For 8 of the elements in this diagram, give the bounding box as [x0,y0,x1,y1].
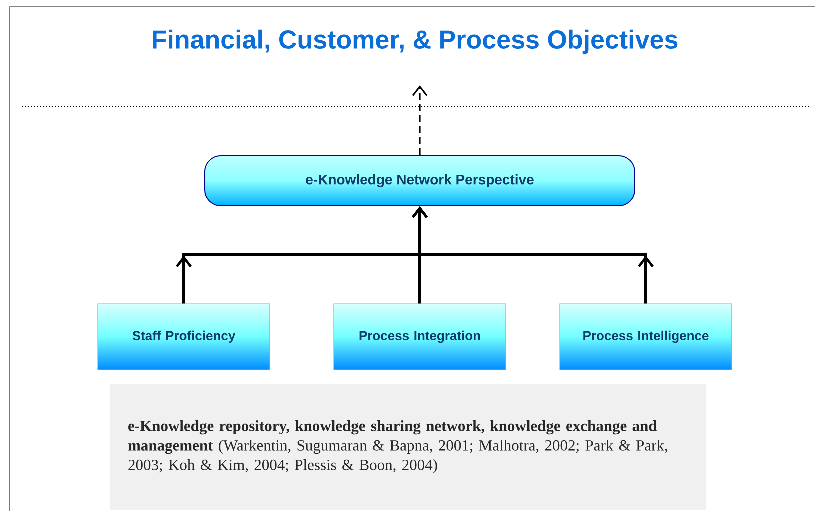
process-box: Process Intelligence [560,304,732,370]
perspective-box: e-Knowledge Network Perspective [204,156,636,206]
title: Financial, Customer, & Process Objectives [153,30,678,54]
process-box: Process Integration [334,304,506,370]
arrow [412,206,654,304]
dashed-arrow [412,86,428,156]
note-box: e-Knowledge repository, knowledge sharing network, knowledge exchange and management (Warkentin, Sugumaran & Bapna, 2001; Malhotra, 2002; Park & Park, 2003; Koh & Kim, 2004; Plessis & Boon, 2004) [110,384,706,510]
process-box: Staff Proficiency [98,304,270,370]
